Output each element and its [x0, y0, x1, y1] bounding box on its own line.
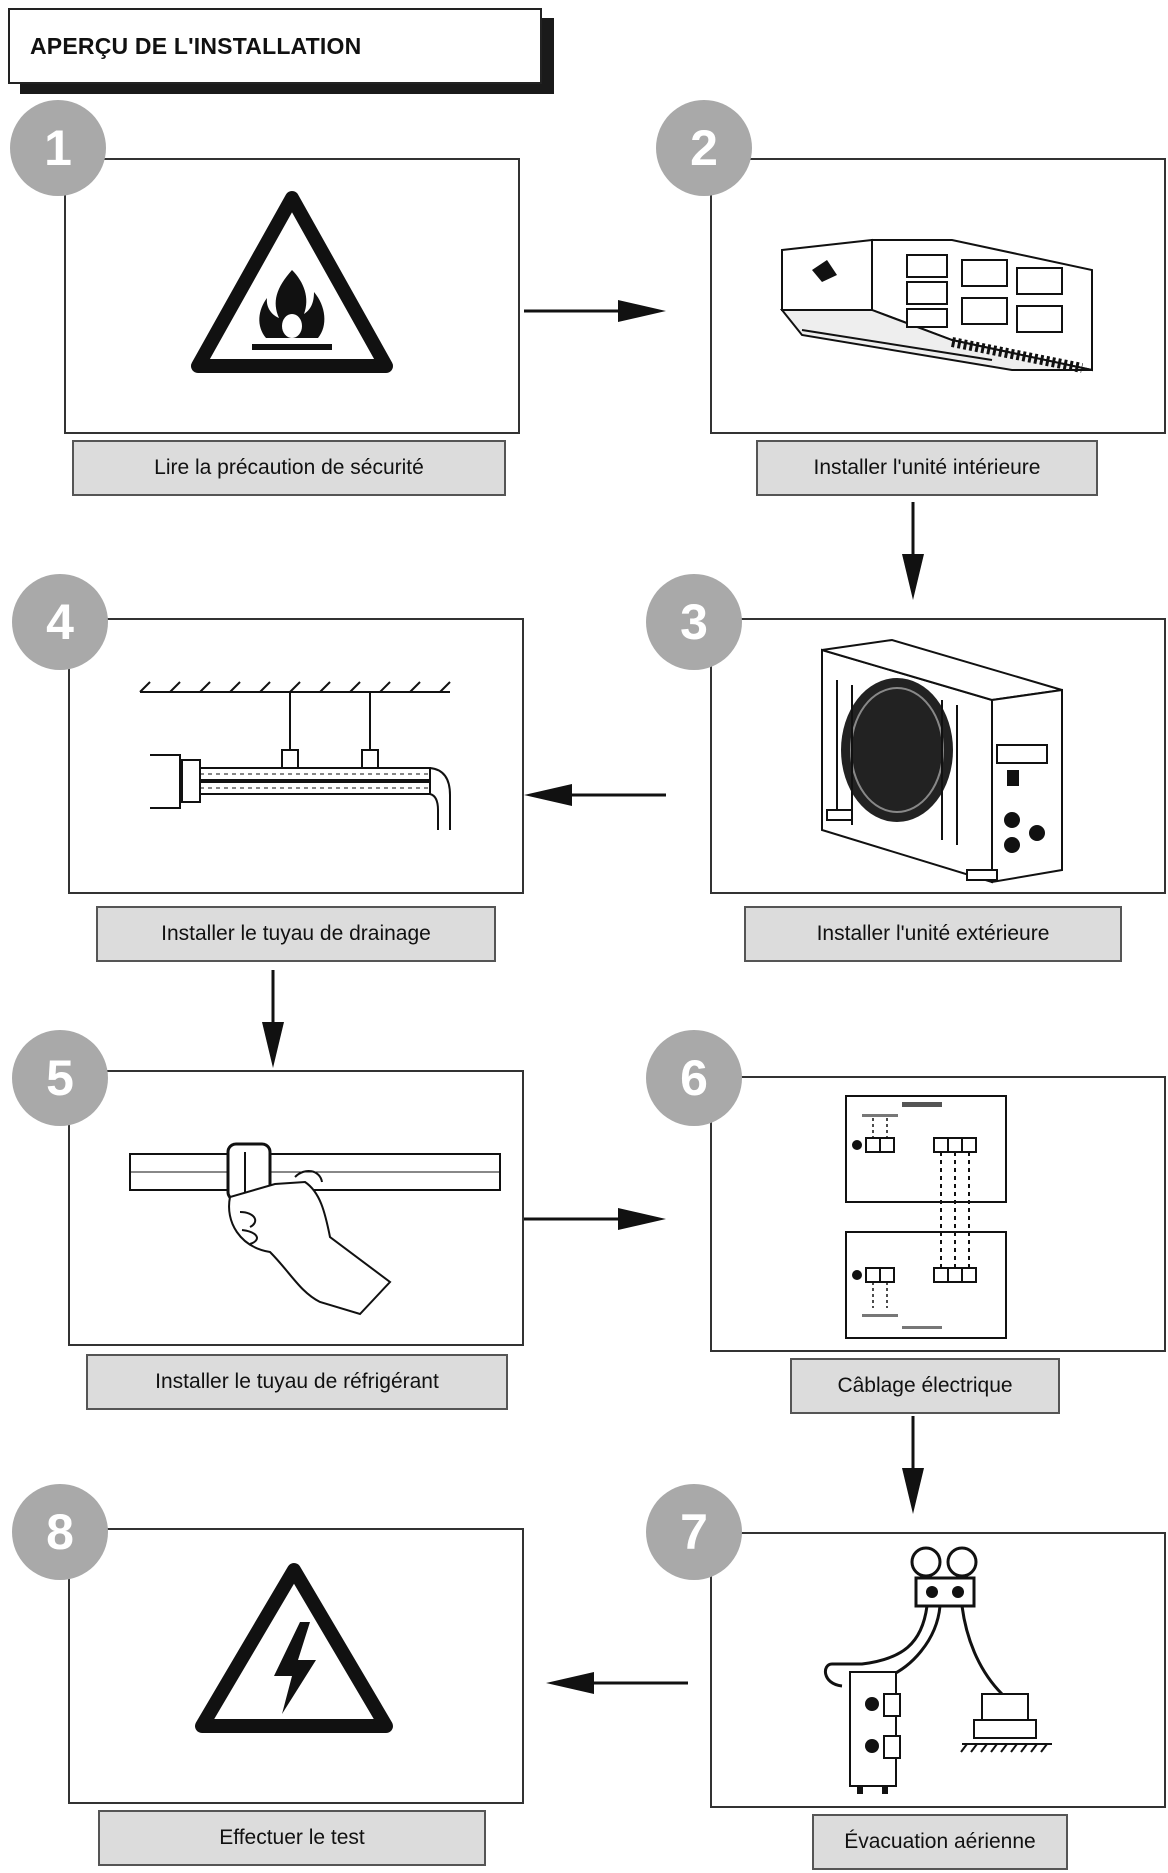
- step-2-label: Installer l'unité intérieure: [756, 440, 1098, 496]
- step-7-panel: [710, 1532, 1166, 1808]
- arrow-3-to-4: [524, 784, 666, 806]
- drain-pipe-icon: [139, 681, 451, 830]
- refrigerant-pipe-icon: [129, 1142, 501, 1316]
- page-title: APERÇU DE L'INSTALLATION: [30, 32, 362, 59]
- step-6-badge: 6: [646, 1030, 742, 1126]
- step-2-badge: 2: [656, 100, 752, 196]
- step-5-label: Installer le tuyau de réfrigérant: [86, 1354, 508, 1410]
- electrical-hazard-icon: [195, 1563, 393, 1733]
- step-5-panel: [68, 1070, 524, 1346]
- vacuum-gauge-icon: [823, 1546, 1052, 1794]
- step-3-panel: [710, 618, 1166, 894]
- step-4-panel: [68, 618, 524, 894]
- step-4-badge: 4: [12, 574, 108, 670]
- arrow-5-to-6: [524, 1208, 666, 1230]
- arrow-4-to-5: [262, 970, 284, 1068]
- arrow-1-to-2: [524, 300, 666, 322]
- step-1-badge: 1: [10, 100, 106, 196]
- arrow-6-to-7: [902, 1416, 924, 1514]
- arrow-2-to-3: [902, 502, 924, 600]
- step-1-panel: [64, 158, 520, 434]
- step-7-badge: 7: [646, 1484, 742, 1580]
- step-6-label: Câblage électrique: [790, 1358, 1060, 1414]
- step-3-label: Installer l'unité extérieure: [744, 906, 1122, 962]
- step-8-label: Effectuer le test: [98, 1810, 486, 1866]
- title-box: APERÇU DE L'INSTALLATION: [8, 8, 542, 84]
- step-8-badge: 8: [12, 1484, 108, 1580]
- step-8-panel: [68, 1528, 524, 1804]
- step-1-label: Lire la précaution de sécurité: [72, 440, 506, 496]
- step-7-label: Évacuation aérienne: [812, 1814, 1068, 1870]
- step-5-badge: 5: [12, 1030, 108, 1126]
- outdoor-unit-icon: [821, 638, 1063, 884]
- wiring-diagram-icon: [845, 1095, 1007, 1339]
- step-4-label: Installer le tuyau de drainage: [96, 906, 496, 962]
- step-2-panel: [710, 158, 1166, 434]
- step-6-panel: [710, 1076, 1166, 1352]
- arrow-7-to-8: [546, 1672, 688, 1694]
- indoor-unit-icon: [779, 238, 1093, 373]
- flammable-warning-icon: [191, 191, 393, 373]
- step-3-badge: 3: [646, 574, 742, 670]
